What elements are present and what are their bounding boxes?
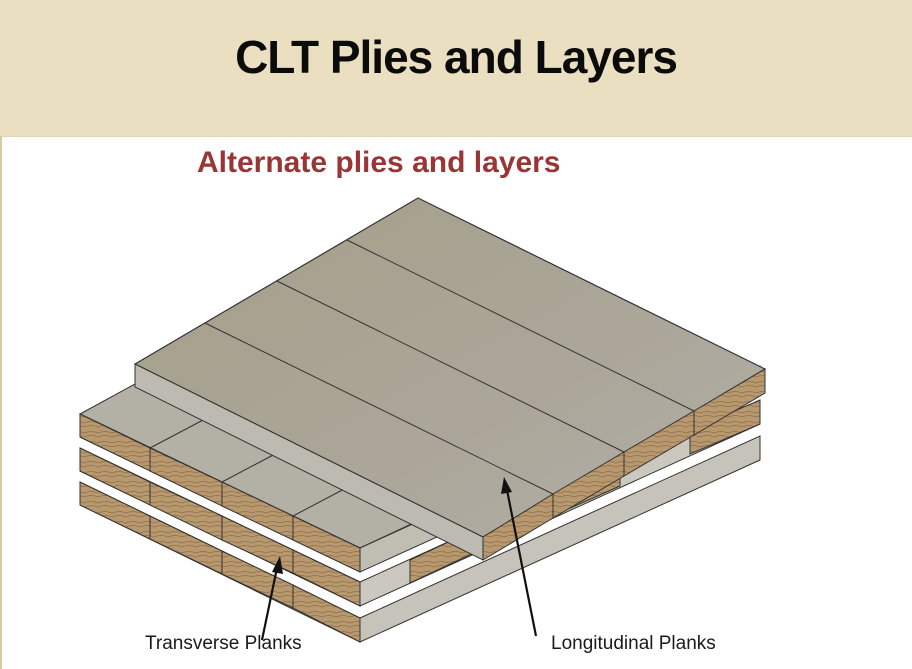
transverse-planks-label: Transverse Planks (145, 633, 302, 654)
middle-ply-end-grain (79, 447, 361, 607)
ply-top-longitudinal (133, 197, 767, 561)
longitudinal-arrow (501, 477, 538, 637)
slide-left-border (0, 136, 2, 669)
slide-title: CLT Plies and Layers (235, 31, 678, 83)
ply-bottom-transverse (79, 435, 761, 643)
slide-subtitle: Alternate plies and layers (197, 146, 561, 179)
title-bar: CLT Plies and Layers (0, 0, 912, 137)
transverse-arrow (260, 556, 283, 641)
bottom-ply-end-grain (79, 481, 361, 643)
longitudinal-planks-label: Longitudinal Planks (551, 633, 716, 654)
transverse-end-grain (79, 413, 361, 573)
top-ply-end-grain (482, 368, 766, 561)
